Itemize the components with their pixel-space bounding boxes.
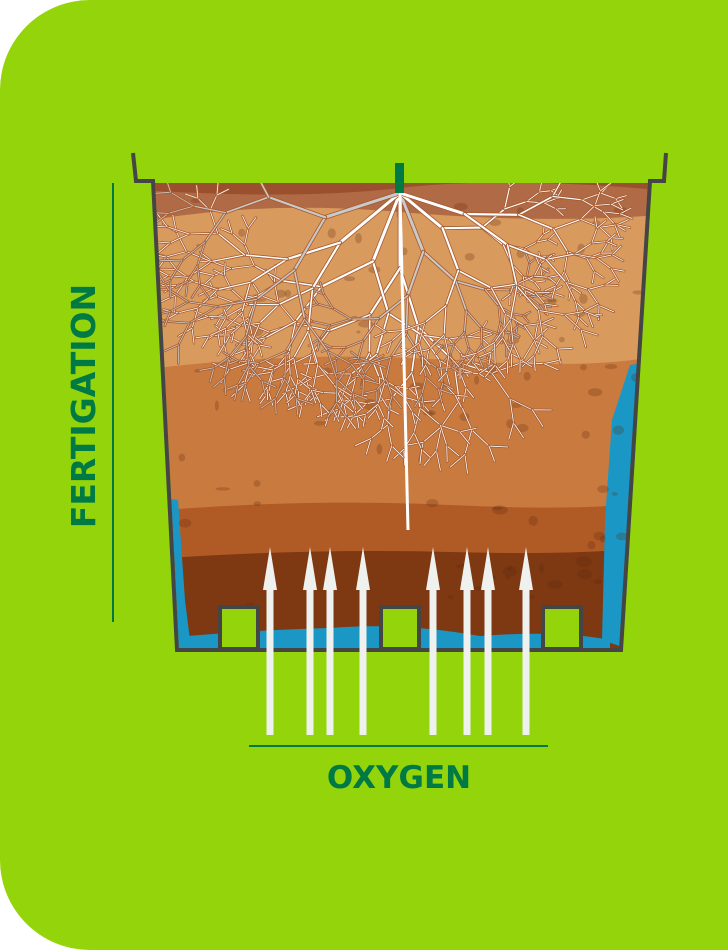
drain-hole	[218, 605, 260, 651]
soil-particle	[612, 425, 624, 435]
soil-particle	[587, 388, 603, 397]
soil-particle	[215, 487, 231, 491]
soil-particle	[253, 501, 262, 507]
soil-particle	[505, 575, 510, 580]
soil-particle	[238, 228, 246, 237]
soil-particle	[577, 568, 592, 580]
drain-holes	[218, 605, 583, 651]
soil-particle	[587, 541, 596, 550]
soil-particle	[580, 364, 587, 371]
oxygen-arrow	[426, 547, 440, 735]
soil-particle	[502, 566, 517, 577]
soil-particle	[426, 499, 439, 508]
oxygen-arrow	[519, 547, 533, 735]
soil-particle	[355, 233, 362, 244]
soil-layer	[155, 355, 648, 520]
soil-particle	[597, 485, 609, 493]
drain-hole	[541, 605, 583, 651]
soil-particle	[507, 566, 513, 572]
oxygen-arrow	[356, 547, 370, 735]
soil-particle	[178, 453, 186, 462]
soil-particle	[327, 228, 336, 239]
soil-particle	[344, 276, 356, 282]
soil-particle	[523, 371, 531, 381]
soil-particle	[178, 518, 192, 528]
oxygen-arrow	[303, 547, 317, 735]
soil-particle	[579, 293, 588, 304]
fertigation-label: FERTIGATION	[64, 284, 103, 528]
soil-particle	[214, 400, 219, 411]
oxygen-label: OXYGEN	[327, 760, 471, 796]
soil-particle	[474, 375, 480, 385]
soil-particle	[253, 480, 261, 487]
soil-particle	[538, 563, 545, 574]
soil-particle	[581, 430, 590, 439]
soil-particle	[464, 253, 475, 261]
soil-layer	[155, 207, 648, 370]
oxygen-arrow	[263, 547, 277, 735]
oxygen-arrow	[460, 547, 474, 735]
soil-particle	[356, 330, 361, 334]
oxygen-arrow	[323, 547, 337, 735]
soil-particle	[616, 532, 628, 541]
soil-particle	[600, 535, 606, 543]
soil-particle	[575, 556, 592, 568]
soil-particle	[528, 515, 538, 526]
soil-particle	[593, 531, 606, 541]
soil-particle	[492, 505, 508, 515]
soil-particle	[593, 578, 602, 585]
plant-roots	[155, 183, 634, 531]
soil-particle	[453, 202, 468, 211]
oxygen-arrows	[263, 547, 533, 735]
drain-hole	[379, 605, 421, 651]
soil-particle	[284, 289, 292, 298]
soil-particle	[611, 491, 618, 496]
oxygen-arrow	[481, 547, 495, 735]
soil-particle	[313, 420, 326, 426]
soil-particle	[542, 298, 558, 303]
soil-particle	[604, 364, 618, 370]
soil-particle	[376, 443, 383, 455]
soil-particle	[558, 336, 565, 343]
plant-stem	[395, 163, 404, 193]
soil-particle	[491, 506, 503, 511]
soil-particle	[547, 580, 563, 589]
soil-particle	[447, 595, 454, 600]
